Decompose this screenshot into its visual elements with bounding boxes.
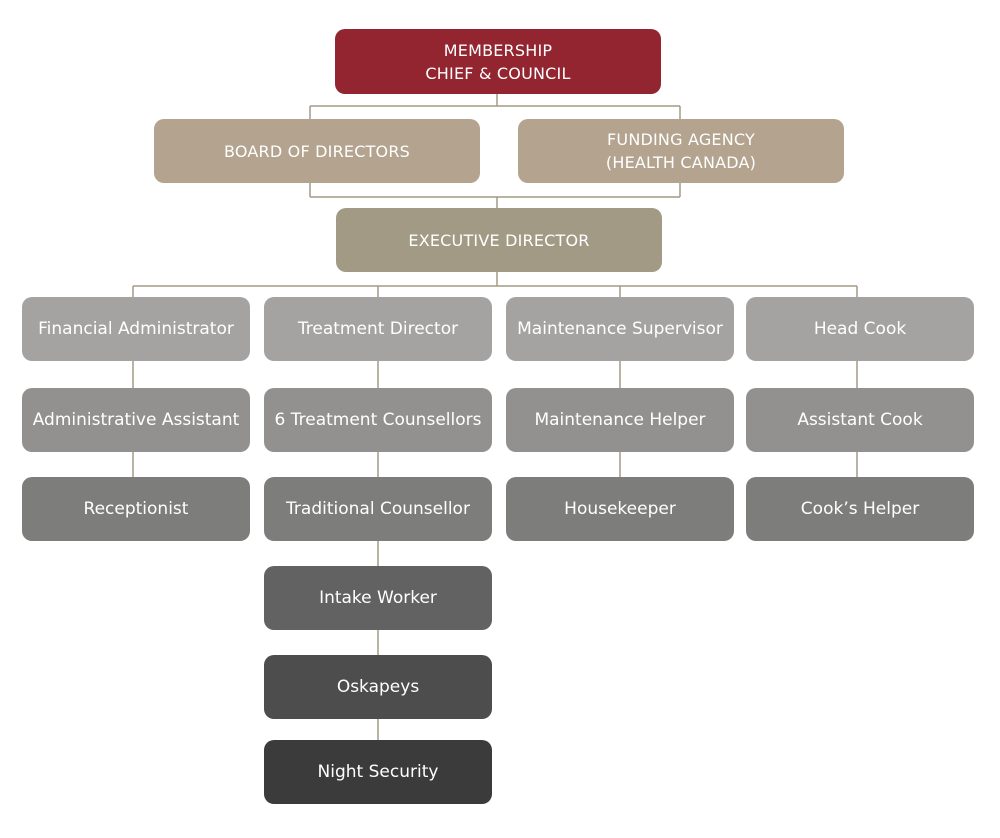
board-of-directors-box: BOARD OF DIRECTORS (154, 119, 480, 183)
head-cook-box: Head Cook (746, 297, 974, 361)
maintenance-helper-box: Maintenance Helper (506, 388, 734, 452)
housekeeper-box: Housekeeper (506, 477, 734, 541)
night-security-box: Night Security (264, 740, 492, 804)
receptionist-box: Receptionist (22, 477, 250, 541)
assistant-cook-box: Assistant Cook (746, 388, 974, 452)
financial-administrator-box: Financial Administrator (22, 297, 250, 361)
intake-worker-box: Intake Worker (264, 566, 492, 630)
administrative-assistant-box: Administrative Assistant (22, 388, 250, 452)
treatment-counsellors-box: 6 Treatment Counsellors (264, 388, 492, 452)
funding-agency-box: FUNDING AGENCY (HEALTH CANADA) (518, 119, 844, 183)
oskapeys-box: Oskapeys (264, 655, 492, 719)
traditional-counsellor-box: Traditional Counsellor (264, 477, 492, 541)
cooks-helper-box: Cook’s Helper (746, 477, 974, 541)
membership-chief-council-box: MEMBERSHIP CHIEF & COUNCIL (335, 29, 661, 94)
maintenance-supervisor-box: Maintenance Supervisor (506, 297, 734, 361)
treatment-director-box: Treatment Director (264, 297, 492, 361)
executive-director-box: EXECUTIVE DIRECTOR (336, 208, 662, 272)
